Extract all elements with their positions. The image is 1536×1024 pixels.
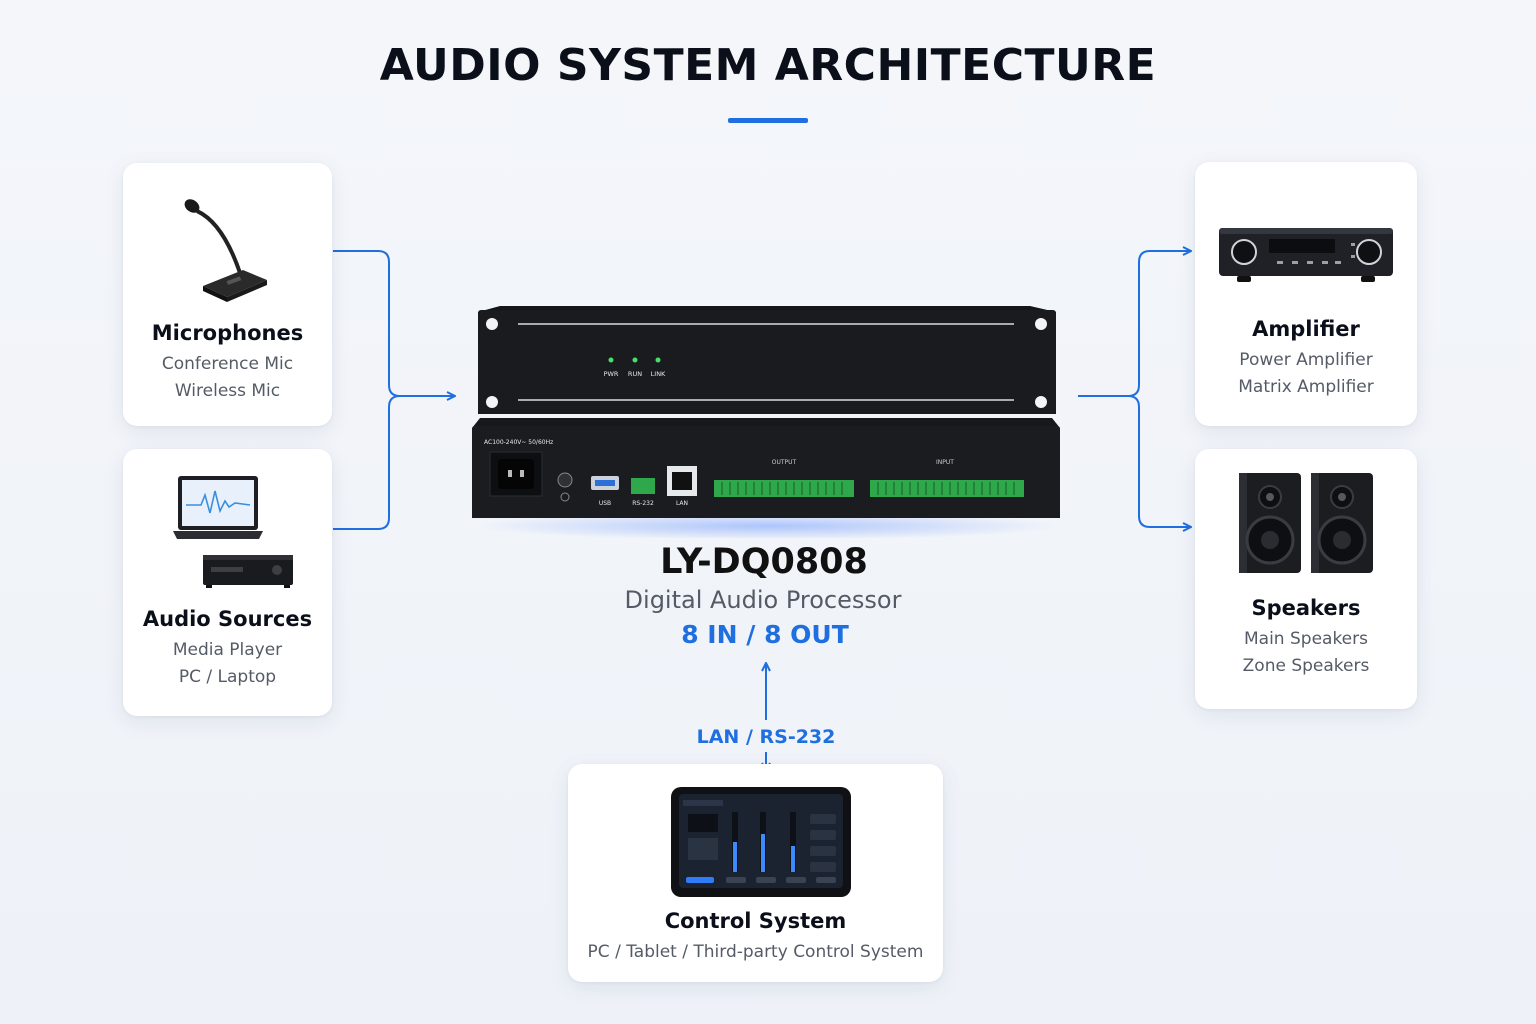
laptop-player-icon [173, 476, 293, 588]
tablet-icon [671, 787, 851, 897]
card-title: Microphones [151, 321, 304, 345]
card-title: Amplifier [1252, 317, 1360, 341]
card-line: PC / Laptop [178, 667, 277, 687]
rs232-port-label: RS-232 [632, 500, 654, 507]
output-terminal-label: OUTPUT [772, 459, 797, 466]
led-label-link: LINK [651, 370, 666, 378]
card-line: Media Player [172, 640, 283, 660]
card-line: Matrix Amplifier [1238, 377, 1374, 397]
processor-model: LY-DQ0808 [660, 542, 868, 582]
card-line: PC / Tablet / Third-party Control System [587, 942, 924, 962]
led-label-pwr: PWR [604, 370, 619, 378]
audio-sources-card: Audio Sources Media Player PC / Laptop [123, 449, 332, 716]
card-line: Conference Mic [161, 354, 294, 374]
microphone-icon [184, 199, 267, 302]
control-system-card: Control System PC / Tablet / Third-party… [568, 764, 943, 982]
led-label-run: RUN [628, 370, 642, 378]
amplifier-card: Amplifier Power Amplifier Matrix Amplifi… [1195, 162, 1417, 426]
power-rating-label: AC100-240V~ 50/60Hz [484, 439, 553, 446]
sources-connector [333, 395, 401, 530]
control-link-label: LAN / RS-232 [696, 726, 836, 748]
card-title: Speakers [1251, 596, 1361, 620]
audio-processor: PWR RUN LINK AC100-240V~ 50/60Hz USB RS-… [470, 298, 1065, 540]
microphones-card: Microphones Conference Mic Wireless Mic [123, 163, 332, 426]
card-line: Zone Speakers [1242, 656, 1370, 676]
processor-name: Digital Audio Processor [624, 586, 902, 614]
card-line: Wireless Mic [174, 381, 281, 401]
card-line: Power Amplifier [1239, 350, 1373, 370]
card-line: Main Speakers [1244, 629, 1368, 649]
diagram-title: AUDIO SYSTEM ARCHITECTURE [379, 40, 1157, 91]
card-title: Control System [664, 909, 847, 933]
processor-io: 8 IN / 8 OUT [681, 620, 849, 649]
lan-port-label: LAN [676, 500, 688, 507]
output-trunk [1078, 251, 1190, 397]
amplifier-icon [1219, 228, 1393, 282]
input-terminal-label: INPUT [936, 459, 954, 466]
speakers-icon [1239, 473, 1373, 573]
speaker-connector [1127, 395, 1190, 527]
usb-port-label: USB [599, 500, 611, 507]
mic-connector [333, 250, 401, 397]
processor-illustration: PWR RUN LINK AC100-240V~ 50/60Hz USB RS-… [472, 306, 1060, 540]
title-underline [728, 118, 808, 123]
card-title: Audio Sources [142, 607, 313, 631]
speakers-card: Speakers Main Speakers Zone Speakers [1195, 449, 1417, 709]
